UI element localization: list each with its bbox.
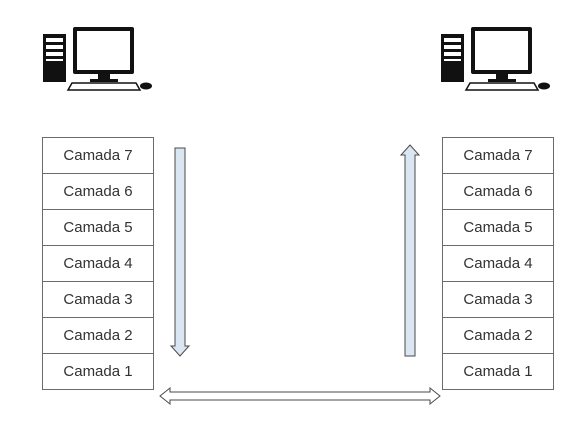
right-layer-5: Camada 5 <box>443 210 553 246</box>
down-arrow <box>169 147 191 357</box>
desktop-computer-icon-right <box>441 27 550 91</box>
right-layer-4: Camada 4 <box>443 246 553 282</box>
computer-mouse <box>140 82 152 90</box>
right-layer-1: Camada 1 <box>443 354 553 390</box>
computer-keyboard <box>464 82 540 91</box>
right-layer-7: Camada 7 <box>443 138 553 174</box>
left-layer-6: Camada 6 <box>43 174 153 210</box>
left-layer-3: Camada 3 <box>43 282 153 318</box>
computer-mouse <box>538 82 550 90</box>
right-layer-2: Camada 2 <box>443 318 553 354</box>
left-layer-1: Camada 1 <box>43 354 153 390</box>
left-layer-2: Camada 2 <box>43 318 153 354</box>
computer-monitor <box>471 27 532 82</box>
left-layer-5: Camada 5 <box>43 210 153 246</box>
left-layer-4: Camada 4 <box>43 246 153 282</box>
desktop-computer-icon-left <box>43 27 152 91</box>
right-layer-stack: Camada 7 Camada 6 Camada 5 Camada 4 Cama… <box>442 137 554 390</box>
computer-tower <box>441 34 464 82</box>
up-arrow <box>399 144 421 357</box>
right-layer-3: Camada 3 <box>443 282 553 318</box>
right-layer-6: Camada 6 <box>443 174 553 210</box>
computer-tower <box>43 34 66 82</box>
computer-keyboard <box>66 82 142 91</box>
left-layer-7: Camada 7 <box>43 138 153 174</box>
bidirectional-arrow <box>159 386 441 406</box>
left-layer-stack: Camada 7 Camada 6 Camada 5 Camada 4 Cama… <box>42 137 154 390</box>
computer-monitor <box>73 27 134 82</box>
